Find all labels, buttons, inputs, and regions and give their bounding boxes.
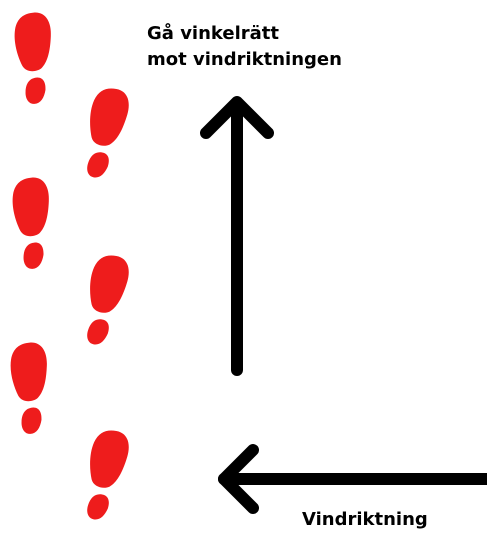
footprints bbox=[8, 11, 132, 524]
walk-direction-label: Gå vinkelrätt mot vindriktningen bbox=[147, 21, 342, 73]
footprint-icon bbox=[10, 176, 56, 271]
wind-direction-label: Vindriktning bbox=[302, 509, 428, 530]
walk-direction-line2: mot vindriktningen bbox=[147, 49, 342, 70]
footprint-icon bbox=[79, 85, 132, 182]
left-arrow-icon bbox=[218, 444, 487, 514]
footprint-icon bbox=[12, 11, 58, 106]
footprint-icon bbox=[79, 252, 132, 349]
footprint-icon bbox=[79, 427, 132, 524]
walk-direction-line1: Gå vinkelrätt bbox=[147, 23, 280, 44]
up-arrow-icon bbox=[200, 96, 274, 376]
footprint-icon bbox=[8, 341, 54, 436]
